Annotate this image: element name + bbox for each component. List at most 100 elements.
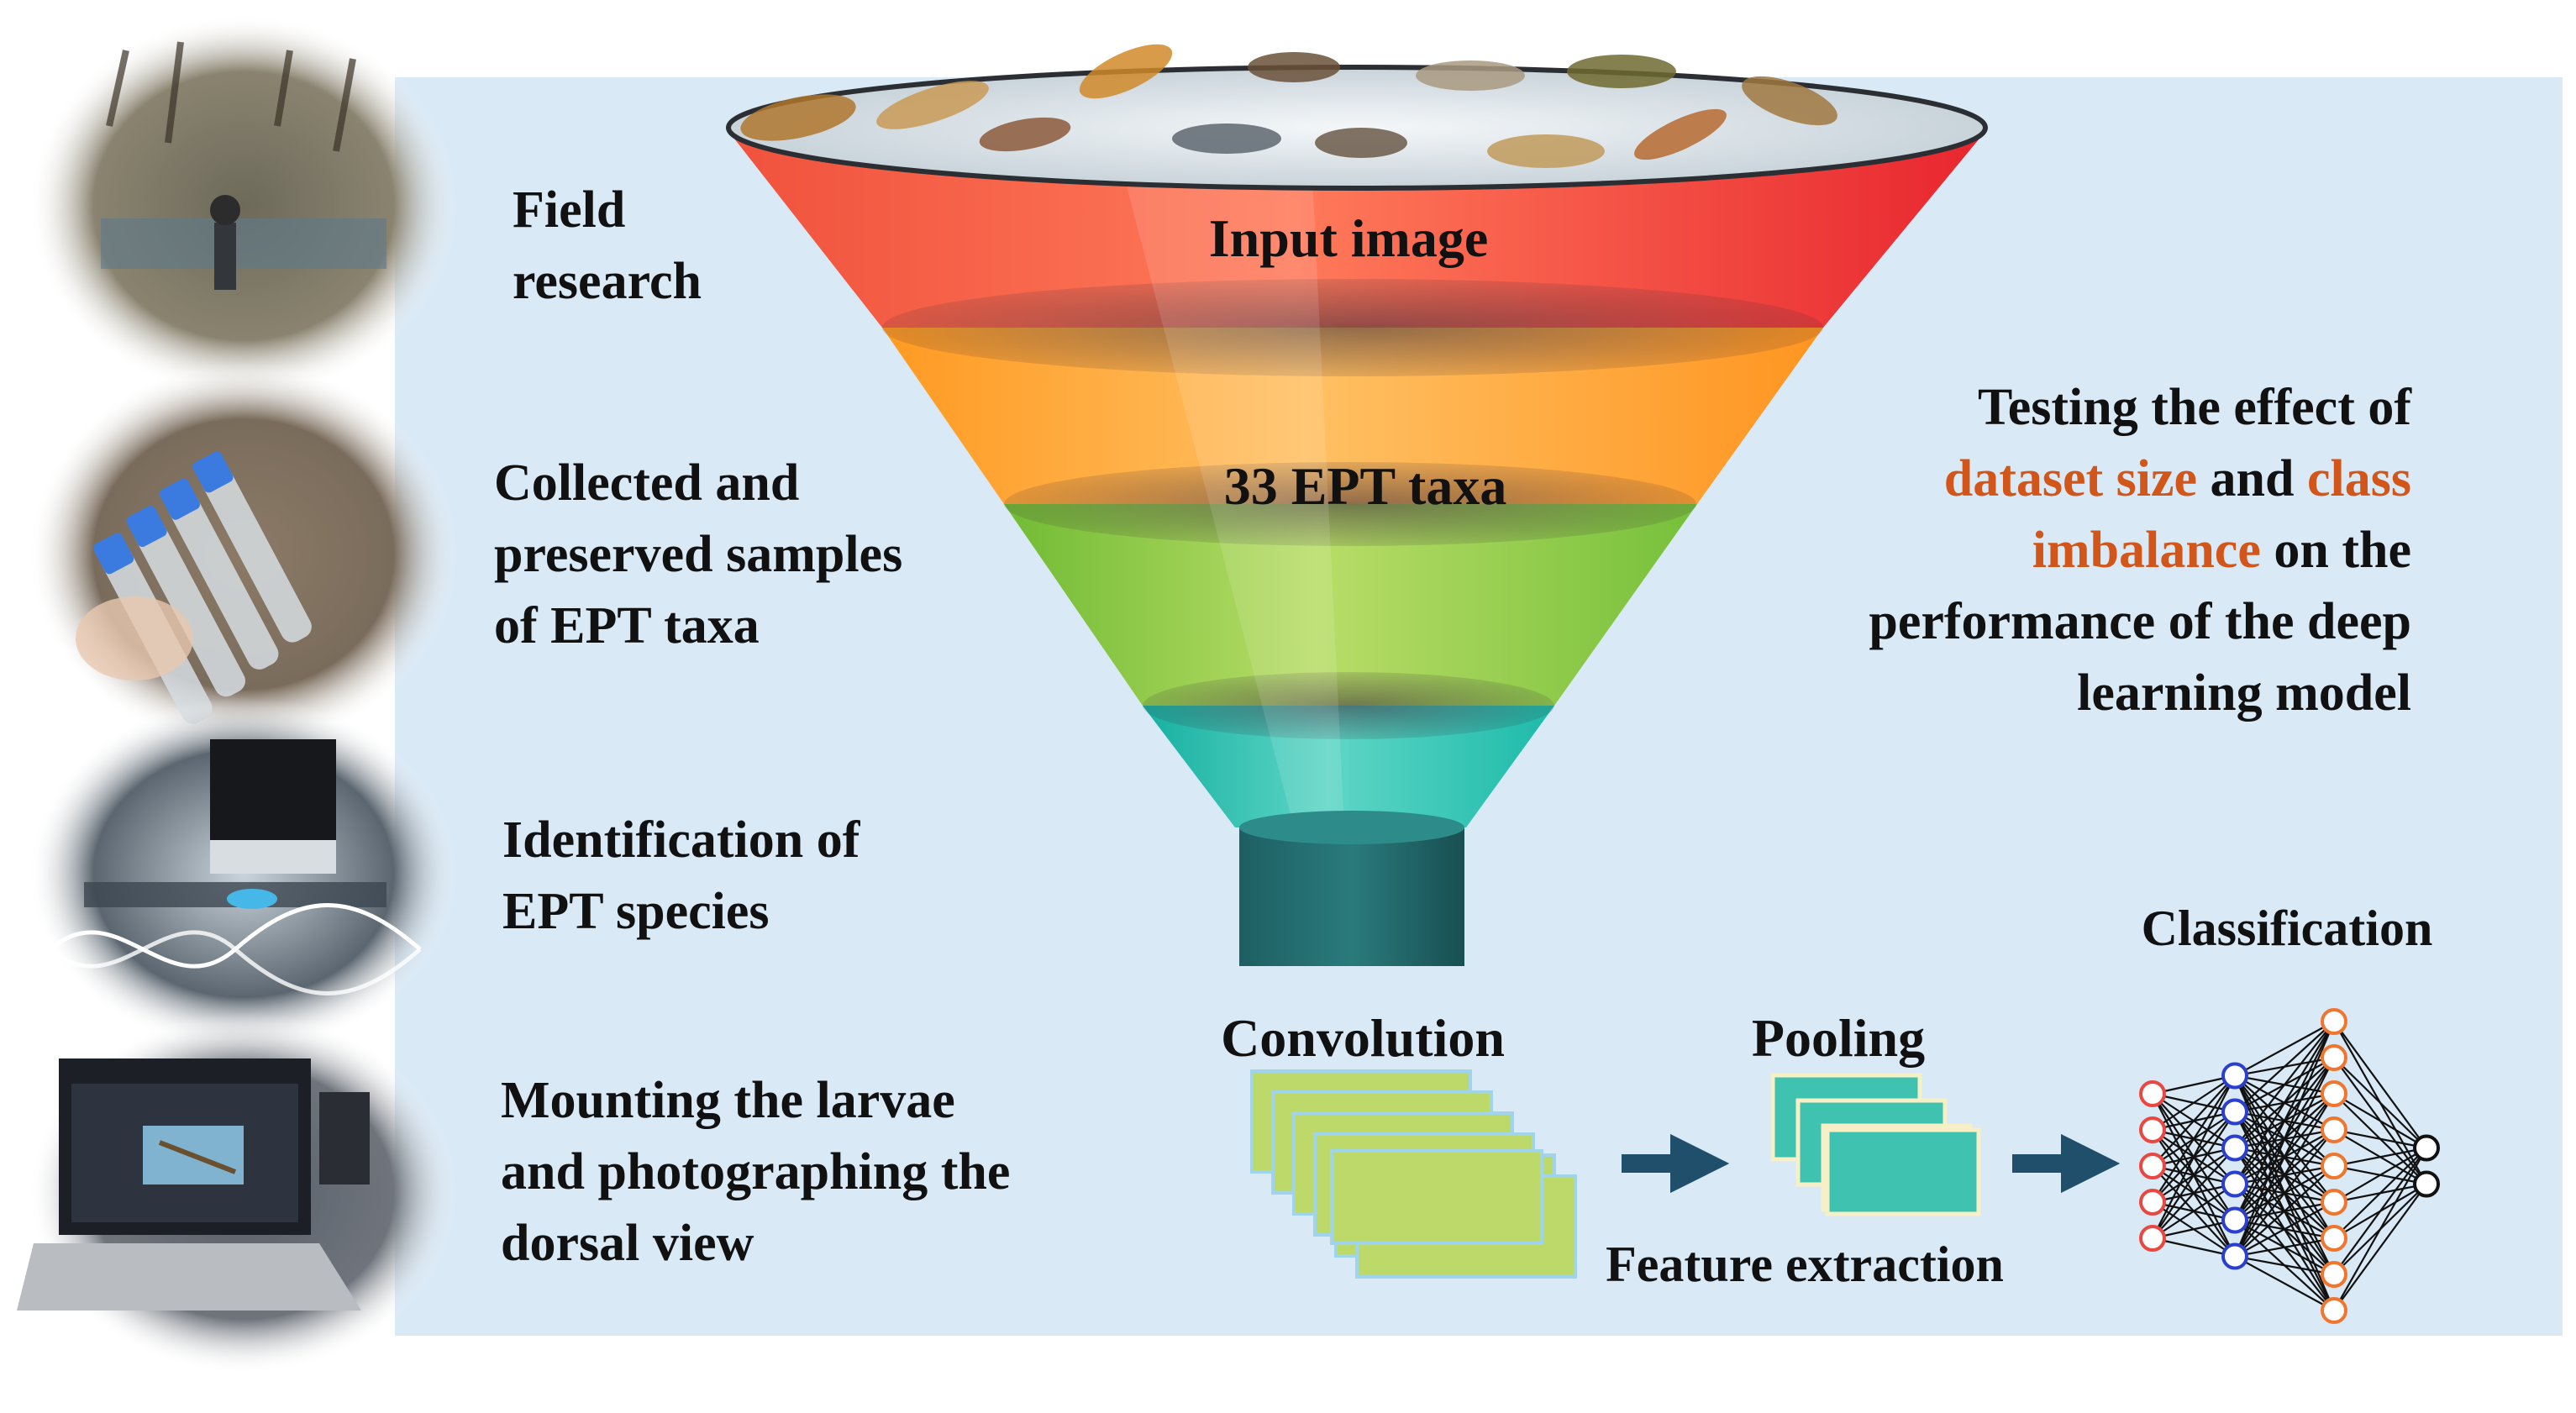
neural-network — [2139, 1008, 2440, 1324]
network-connection — [2152, 1237, 2236, 1258]
testing-line-1: Testing the effect of — [1978, 379, 2412, 436]
network-connection — [2333, 1128, 2427, 1149]
neuron-orange — [2321, 1153, 2347, 1179]
funnel-ring-1 — [882, 279, 1823, 376]
network-connection — [2234, 1021, 2335, 1185]
imbalance-highlight: imbalance — [2032, 522, 2261, 579]
neuron-orange — [2321, 1189, 2347, 1216]
network-connection — [2152, 1183, 2236, 1239]
testing-line-5: learning model — [2077, 664, 2411, 722]
funnel-top-opening — [726, 65, 1988, 191]
network-connection — [2234, 1021, 2335, 1149]
network-connection — [2333, 1183, 2427, 1311]
network-connection — [2152, 1147, 2236, 1239]
neuron-red — [2139, 1116, 2166, 1143]
taxa-count-label: 33 EPT taxa — [1224, 456, 1507, 516]
network-connection — [2333, 1021, 2427, 1149]
network-connection — [2234, 1021, 2335, 1077]
step-mounting: Mounting the larvae and photographing th… — [501, 1072, 1023, 1272]
testing-line-2: dataset size and class — [1944, 450, 2411, 507]
network-connection — [2152, 1219, 2236, 1240]
neuron-red — [2139, 1080, 2166, 1107]
network-connection — [2234, 1255, 2335, 1311]
neuron-orange — [2321, 1116, 2347, 1143]
network-connection — [2234, 1057, 2335, 1257]
neuron-orange — [2321, 1008, 2347, 1035]
network-connection — [2234, 1021, 2335, 1221]
neuron-blue — [2221, 1134, 2248, 1162]
funnel-spout-top — [1239, 811, 1464, 844]
funnel-band-orange — [882, 328, 1823, 504]
neuron-black — [2413, 1170, 2440, 1198]
network-connection — [2152, 1074, 2236, 1131]
network-connection — [2234, 1129, 2335, 1258]
input-image-label: Input image — [1209, 208, 1489, 268]
photo-mounting — [17, 1012, 458, 1374]
network-connection — [2333, 1147, 2427, 1311]
testing-statement: Testing the effect of dataset size and c… — [1869, 379, 2412, 722]
dataset-size-highlight: dataset size — [1944, 450, 2197, 507]
neuron-blue — [2221, 1098, 2248, 1126]
neuron-blue — [2221, 1242, 2248, 1270]
neuron-orange — [2321, 1225, 2347, 1252]
network-connection — [2152, 1074, 2236, 1167]
testing-line-3: imbalance on the — [2032, 522, 2411, 579]
network-connection — [2152, 1074, 2236, 1203]
neuron-blue — [2221, 1062, 2248, 1090]
step-collected-samples: Collected and preserved samples of EPT t… — [494, 454, 916, 654]
convolution-layers — [1250, 1069, 1577, 1279]
feature-extraction-label: Feature extraction — [1606, 1237, 2004, 1292]
funnel-band-red — [731, 134, 1983, 328]
network-connection — [2152, 1111, 2236, 1239]
step-identification: Identification of EPT species — [502, 812, 873, 940]
photo-field-research — [29, 14, 458, 397]
network-connection — [2234, 1093, 2335, 1258]
network-connection — [2333, 1057, 2427, 1149]
funnel-ring-3 — [1143, 672, 1554, 739]
funnel-highlight — [1117, 143, 1344, 827]
neuron-red — [2139, 1225, 2166, 1252]
testing-line-3-rest: on the — [2261, 522, 2411, 579]
funnel-band-teal — [1143, 706, 1554, 827]
network-connection — [2333, 1147, 2427, 1203]
pooling-layers — [1770, 1073, 1981, 1216]
pooling-label: Pooling — [1752, 1008, 1925, 1068]
network-connection — [2152, 1075, 2236, 1239]
classification-label: Classification — [2142, 901, 2433, 956]
neuron-blue — [2221, 1206, 2248, 1234]
step-labels: Field research Collected and preserved s… — [494, 181, 1023, 1272]
photo-collected-samples — [29, 361, 458, 748]
neuron-red — [2139, 1153, 2166, 1179]
neuron-orange — [2321, 1080, 2347, 1107]
network-connection — [2234, 1255, 2335, 1276]
neuron-red — [2139, 1189, 2166, 1216]
funnel-spout — [1239, 827, 1464, 966]
insect-images — [740, 44, 1837, 168]
testing-line-4: performance of the deep — [1869, 593, 2411, 650]
funnel-ring-2 — [1004, 462, 1696, 546]
neuron-orange — [2321, 1297, 2347, 1324]
funnel-band-green — [1004, 504, 1697, 706]
network-connection — [2234, 1237, 2335, 1258]
neuron-black — [2413, 1134, 2440, 1162]
convolution-label: Convolution — [1221, 1008, 1505, 1068]
network-connection — [2333, 1093, 2427, 1149]
neuron-orange — [2321, 1261, 2347, 1288]
network-connection — [2152, 1074, 2236, 1095]
network-connection — [2333, 1147, 2427, 1168]
network-connection — [2234, 1021, 2335, 1113]
network-connection — [2333, 1147, 2427, 1239]
network-connection — [2234, 1165, 2335, 1258]
step-field-research: Field research — [513, 181, 702, 310]
testing-line-2-mid: and — [2197, 450, 2307, 507]
network-connection — [2233, 1021, 2336, 1257]
class-highlight: class — [2307, 450, 2411, 507]
photo-identification — [29, 697, 458, 1050]
network-connection — [2234, 1201, 2335, 1258]
neuron-orange — [2321, 1044, 2347, 1071]
neuron-blue — [2221, 1170, 2248, 1198]
funnel: Input image 33 EPT taxa — [726, 44, 1988, 966]
photo-column — [17, 14, 458, 1374]
network-connection — [2333, 1147, 2427, 1275]
